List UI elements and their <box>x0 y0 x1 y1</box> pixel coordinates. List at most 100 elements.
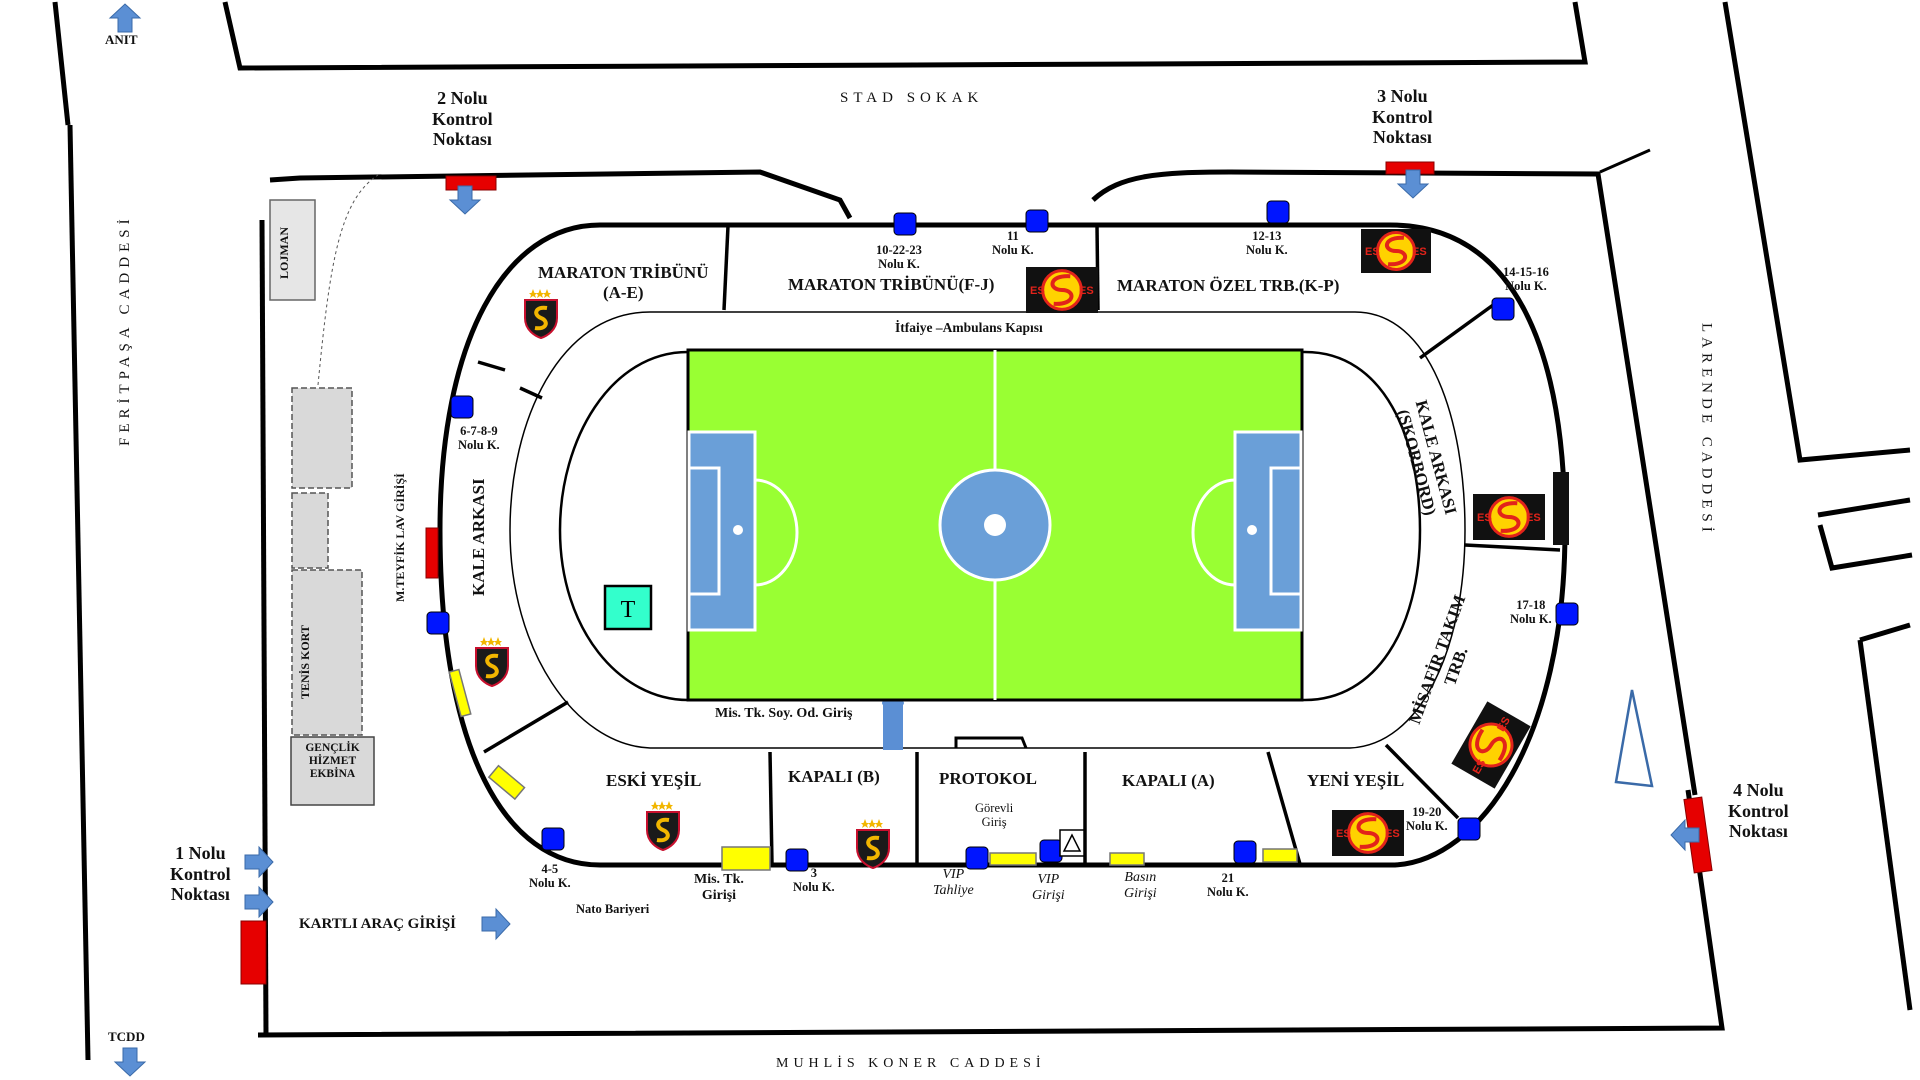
south-label: TCDD <box>108 1029 145 1044</box>
gate-marker <box>1457 817 1481 841</box>
club-crest-icon <box>524 289 558 340</box>
kartli-label: KARTLI ARAÇ GİRİŞİ <box>299 916 457 932</box>
svg-text:ES: ES <box>1030 285 1045 297</box>
scoreboard <box>1553 472 1569 545</box>
dashed-area-2 <box>291 492 329 569</box>
gate-markers <box>426 200 1579 872</box>
lojman-building <box>269 199 316 301</box>
svg-text:ES: ES <box>1526 512 1541 524</box>
genclik-building <box>290 736 375 806</box>
t-marker <box>603 584 653 631</box>
side-buildings <box>269 174 379 806</box>
stand-kale-arkasi-left: KALE ARKASI <box>469 478 488 596</box>
genclik-label: GENÇLİK HİZMET EKBİNA <box>305 742 360 780</box>
tunnel <box>883 700 903 750</box>
barrier <box>1109 852 1145 866</box>
street-bottom: MUHLİS KONER CADDESİ <box>776 1056 1046 1071</box>
stadium-outer-ring <box>437 222 1568 868</box>
stand-yeni-yesil: YENİ YEŞİL <box>1307 771 1405 790</box>
dashed-area-1 <box>291 387 353 489</box>
lojman-label: LOJMAN <box>277 227 291 279</box>
club-crest-icon <box>475 637 509 688</box>
gate-marker <box>1233 840 1257 864</box>
gate-marker <box>1555 602 1579 626</box>
control-1-arrow-icon <box>244 846 274 878</box>
stand-maraton-ae: MARATON TRİBÜNÜ (A-E) <box>538 263 709 302</box>
barriers <box>448 668 1298 871</box>
stand-kapali-b: KAPALI (B) <box>788 767 880 786</box>
mis-tk-giris-label: Mis. Tk.Girişi <box>694 872 744 904</box>
nato-label: Nato Bariyeri <box>576 902 650 916</box>
control-point-4: 4 Nolu Kontrol Noktası <box>1728 780 1789 842</box>
crests <box>475 289 890 870</box>
protocol-bench <box>954 736 1028 749</box>
gate-marker <box>426 611 450 635</box>
gate-marker <box>785 848 809 872</box>
barrier <box>721 846 771 871</box>
mis-soy-label: Mis. Tk. Soy. Od. Giriş <box>715 706 853 721</box>
gate-marker <box>1266 200 1290 224</box>
street-right: LARENDE CADDESİ <box>1698 323 1715 537</box>
control-point-1: 1 Nolu Kontrol Noktası <box>170 843 231 905</box>
teyfik-label: M.TEYFİK LAV GİRİŞİ <box>393 473 407 602</box>
svg-text:ES: ES <box>1365 246 1380 258</box>
es-logo-icon: ES ES <box>1361 229 1431 273</box>
gate-marker <box>1025 209 1049 233</box>
barrier <box>487 764 526 801</box>
tennis-label: TENİS KORT <box>298 625 312 699</box>
teyfik-marker <box>425 527 439 579</box>
gate-marker <box>1039 839 1063 863</box>
svg-text:ES: ES <box>1477 512 1492 524</box>
control-marker-1 <box>240 920 267 985</box>
gate-marker <box>1491 297 1515 321</box>
svg-text:ES: ES <box>1412 246 1427 258</box>
gate-marker <box>541 827 565 851</box>
club-crest-icon <box>646 801 680 852</box>
stand-kapali-a: KAPALI (A) <box>1122 771 1215 790</box>
stand-eski-yesil: ESKİ YEŞİL <box>606 771 702 790</box>
control-point-2: 2 Nolu Kontrol Noktası <box>432 88 493 150</box>
t-marker-label: T <box>621 597 636 623</box>
tcdd-arrow-icon <box>114 1047 146 1077</box>
street-top: STAD SOKAK <box>840 90 984 106</box>
triangle-marker <box>1614 689 1654 788</box>
gate-marker <box>965 846 989 870</box>
stand-protokol: PROTOKOL <box>939 769 1037 788</box>
track-ring <box>509 311 1466 749</box>
control-point-3: 3 Nolu Kontrol Noktası <box>1372 86 1433 148</box>
svg-text:ES: ES <box>1079 285 1094 297</box>
es-logo-icon: ES ES <box>1026 267 1098 313</box>
barrier <box>1262 848 1298 863</box>
control-1b-arrow-icon <box>244 886 274 918</box>
north-label: ANIT <box>105 32 138 47</box>
barrier <box>448 668 472 718</box>
stand-maraton-fj: MARATON TRİBÜNÜ(F-J) <box>788 275 995 294</box>
dotted-path <box>317 174 379 386</box>
pitch <box>686 348 1304 702</box>
kartli-arrow-icon <box>481 908 511 940</box>
gate-marker <box>893 212 917 236</box>
svg-text:ES: ES <box>1385 828 1400 840</box>
warning-triangle-icon <box>1062 833 1082 852</box>
anit-arrow-icon <box>109 3 141 33</box>
tennis-court <box>291 569 363 736</box>
street-left: FERİTPAŞA CADDESİ <box>117 214 133 446</box>
